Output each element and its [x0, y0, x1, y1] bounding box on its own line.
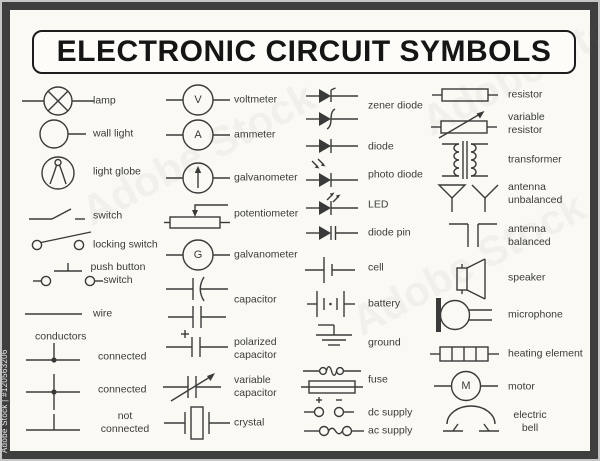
- battery-symbol: [307, 291, 355, 317]
- galvanometer-arrow-symbol: [166, 162, 230, 194]
- fuse-label: fuse: [368, 373, 388, 386]
- lamp-label: lamp: [93, 94, 116, 107]
- transformer-label: transformer: [508, 153, 562, 166]
- electric-bell-symbol: [443, 405, 499, 432]
- connected-label: connected: [98, 350, 147, 363]
- conductors-connected-cross-symbol: [26, 374, 80, 410]
- variable-resistor-symbol: [431, 111, 497, 139]
- polarized-capacitor-label: polarized capacitor: [234, 335, 277, 361]
- speaker-label: speaker: [508, 271, 546, 284]
- speaker-symbol: [456, 258, 486, 300]
- switch-symbol: [29, 208, 85, 220]
- wire-label: wire: [93, 307, 113, 320]
- wire-symbol: [25, 313, 82, 315]
- light-globe-label: light globe: [93, 165, 141, 178]
- motor-label: motor: [508, 380, 535, 393]
- push-button-switch-symbol: [33, 263, 103, 287]
- led-label: LED: [368, 198, 389, 211]
- conductors-label: conductors: [35, 330, 87, 343]
- zener-diode-symbol: [306, 87, 358, 103]
- antenna-unbalanced-symbol: [437, 184, 499, 212]
- variable-capacitor-label: variable capacitor: [234, 373, 277, 399]
- transformer-symbol: [442, 141, 488, 179]
- fuse-box-symbol: [301, 380, 363, 394]
- zener-diode-label: zener diode: [368, 99, 423, 112]
- heating-element-symbol: [430, 346, 499, 362]
- diode-pin-symbol: [306, 226, 358, 240]
- fuse-wiggle-symbol: [303, 365, 361, 377]
- title-box: ELECTRONIC CIRCUIT SYMBOLS: [32, 30, 576, 74]
- potentiometer-label: potentiometer: [234, 207, 299, 220]
- svg-text:G: G: [194, 249, 203, 261]
- galvanometer-label: galvanometer: [234, 248, 298, 261]
- galvanometer-g-symbol: G: [166, 239, 230, 271]
- ammeter-label: ammeter: [234, 128, 276, 141]
- adobe-stock-watermark: Adobe Stock | #120563206: [0, 349, 9, 453]
- locking-switch-symbol: [31, 231, 92, 251]
- crystal-symbol: [164, 406, 230, 440]
- ground-label: ground: [368, 336, 401, 349]
- capacitor-label: capacitor: [234, 293, 277, 306]
- svg-text:V: V: [194, 94, 202, 106]
- capacitor-straight-symbol: [168, 306, 226, 328]
- antenna-unbalanced-label: antenna unbalanced: [508, 180, 563, 206]
- antenna-balanced-label: antenna balanced: [508, 222, 551, 248]
- photo-diode-label: photo diode: [368, 168, 423, 181]
- lamp-symbol: [22, 86, 94, 116]
- potentiometer-symbol: [164, 204, 230, 229]
- battery-label: battery: [368, 297, 401, 310]
- antenna-balanced-symbol: [449, 223, 497, 247]
- variable-capacitor-symbol: [163, 373, 221, 402]
- ac-supply-label: ac supply: [368, 424, 413, 437]
- resistor-symbol: [432, 88, 498, 102]
- conductors-connected-tee-symbol: [26, 343, 80, 363]
- cell-symbol: [305, 257, 355, 283]
- variable-resistor-label: variable resistor: [508, 110, 545, 136]
- zener-diode-curved-symbol: [306, 108, 358, 130]
- ground-symbol: [316, 324, 352, 346]
- crystal-label: crystal: [234, 416, 265, 429]
- diode-symbol: [306, 139, 358, 153]
- capacitor-curved-symbol: [166, 276, 228, 302]
- switch-label: switch: [93, 209, 123, 222]
- not-connected-label: not connected: [100, 409, 150, 435]
- microphone-label: microphone: [508, 308, 563, 321]
- light-globe-symbol: [41, 156, 75, 190]
- resistor-label: resistor: [508, 88, 543, 101]
- dc-supply-symbol: [304, 397, 354, 418]
- conductors-not-connected-symbol: [26, 414, 80, 431]
- poster-panel: Adobe Stock Adobe Stock Adobe Stock ELEC…: [10, 2, 598, 451]
- motor-symbol: M: [434, 370, 498, 402]
- voltmeter-label: voltmeter: [234, 93, 278, 106]
- heating-element-label: heating element: [508, 347, 583, 360]
- locking-switch-label: locking switch: [93, 238, 158, 251]
- connected-label: connected: [98, 383, 147, 396]
- ac-supply-symbol: [304, 425, 364, 437]
- led-symbol: [306, 192, 358, 215]
- diode-label: diode: [368, 140, 394, 153]
- microphone-symbol: [436, 298, 492, 332]
- ammeter-symbol: A: [166, 119, 230, 151]
- cell-label: cell: [368, 261, 384, 274]
- voltmeter-symbol: V: [166, 84, 230, 116]
- dc-supply-label: dc supply: [368, 406, 413, 419]
- photo-diode-symbol: [306, 158, 358, 187]
- galvanometer-label: galvanometer: [234, 171, 298, 184]
- wall-light-label: wall light: [93, 127, 134, 140]
- electric-bell-label: electric bell: [513, 408, 547, 434]
- polarized-capacitor-symbol: [166, 330, 228, 357]
- page-title: ELECTRONIC CIRCUIT SYMBOLS: [56, 35, 552, 68]
- wall-light-symbol: [39, 119, 86, 149]
- diode-pin-label: diode pin: [368, 226, 411, 239]
- svg-text:A: A: [194, 129, 202, 141]
- push-button-switch-label: push button switch: [90, 260, 146, 286]
- svg-text:M: M: [461, 380, 470, 392]
